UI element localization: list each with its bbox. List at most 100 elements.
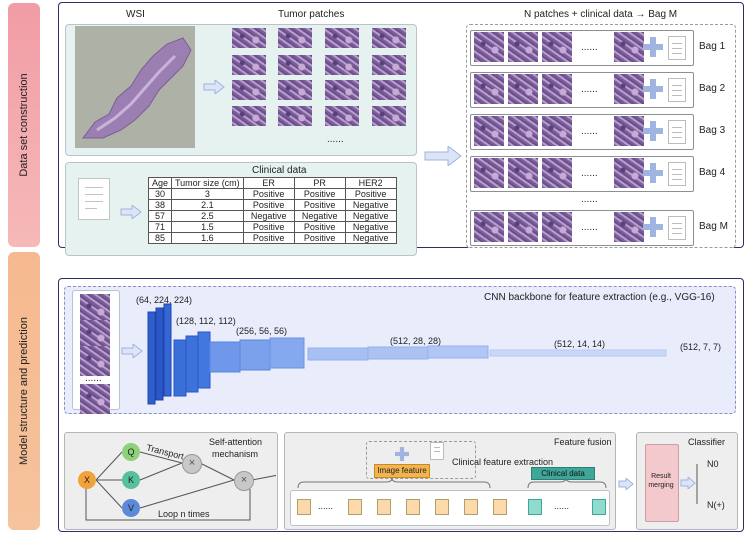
document-icon bbox=[668, 120, 686, 144]
table-cell: Negative bbox=[344, 199, 397, 211]
conv-block-5 bbox=[489, 349, 667, 357]
bag-patch bbox=[474, 74, 504, 104]
image-feature-token bbox=[435, 499, 449, 515]
table-cell: 2.1 bbox=[171, 199, 244, 211]
cnn-shape-label: (512, 28, 28) bbox=[390, 336, 442, 346]
plus-icon bbox=[643, 79, 663, 99]
fusion-inner-box bbox=[366, 441, 476, 479]
cnn-shape-label: (64, 224, 224) bbox=[136, 295, 193, 305]
self-attention-title-2: mechanism bbox=[212, 449, 259, 459]
q-node: Q bbox=[122, 443, 140, 461]
image-feature-token bbox=[406, 499, 420, 515]
table-cell: 3 bbox=[171, 188, 244, 200]
tumor-patch bbox=[372, 80, 406, 100]
clinical-data-tag: Clinical data bbox=[531, 467, 595, 480]
tumor-patches-title: Tumor patches bbox=[278, 9, 345, 20]
result-merging-label: Result merging bbox=[648, 473, 674, 489]
result-merging-box bbox=[645, 444, 679, 522]
wsi-to-patches-arrow bbox=[203, 80, 225, 94]
document-icon bbox=[668, 216, 686, 240]
tumor-patch bbox=[278, 80, 312, 100]
to-bags-arrow bbox=[424, 146, 462, 166]
attention-connections bbox=[85, 451, 276, 521]
bag-patch bbox=[542, 74, 572, 104]
document-icon bbox=[430, 442, 444, 460]
classifier-branch bbox=[696, 464, 698, 504]
bag-label: Bag M bbox=[699, 221, 728, 232]
section-label-model: Model structure and prediction bbox=[8, 252, 40, 530]
table-cell: Positive bbox=[242, 232, 295, 244]
clinical-feature-token bbox=[528, 499, 542, 515]
class-n0: N0 bbox=[707, 459, 719, 469]
bag-label: Bag 2 bbox=[699, 83, 726, 94]
table-cell: 1.5 bbox=[171, 221, 244, 233]
table-row: 38 2.1 Positive Positive Negative bbox=[147, 199, 397, 211]
table-cell: 85 bbox=[147, 232, 173, 244]
clinical-feature-token bbox=[592, 499, 606, 515]
multiply-icon: × bbox=[182, 454, 202, 474]
cnn-shape-label: (256, 56, 56) bbox=[236, 326, 288, 336]
cnn-title: CNN backbone for feature extraction (e.g… bbox=[484, 292, 715, 303]
image-feature-tag: Image feature bbox=[374, 464, 430, 478]
bag-patch bbox=[542, 158, 572, 188]
clinical-data-table: Age Tumor size (cm) ER PR HER2 30 3 Posi… bbox=[147, 177, 397, 244]
conv-block-2 bbox=[173, 331, 211, 397]
fusion-brackets bbox=[297, 477, 607, 489]
bag-patch bbox=[508, 116, 538, 146]
bag-patch bbox=[542, 212, 572, 242]
bag-label: Bag 1 bbox=[699, 41, 726, 52]
bag-patch bbox=[474, 116, 504, 146]
tumor-patch bbox=[278, 28, 312, 48]
cnn-input-patch bbox=[80, 384, 110, 414]
tumor-patch bbox=[232, 28, 266, 48]
table-cell: Negative bbox=[344, 221, 397, 233]
table-cell: 57 bbox=[147, 210, 173, 222]
cnn-input-ellipsis: ...... bbox=[85, 373, 102, 384]
doc-to-table-arrow bbox=[120, 205, 142, 219]
bag-ellipsis: ...... bbox=[581, 126, 598, 137]
table-row: 30 3 Positive Positive Positive bbox=[147, 188, 397, 200]
tumor-patch bbox=[325, 106, 359, 126]
bag-patch bbox=[542, 32, 572, 62]
tumor-patch bbox=[278, 106, 312, 126]
table-cell: 38 bbox=[147, 199, 173, 211]
tumor-patch bbox=[372, 55, 406, 75]
bag-ellipsis: ...... bbox=[581, 84, 598, 95]
bag-patch bbox=[614, 74, 644, 104]
image-feature-token bbox=[377, 499, 391, 515]
wsi-title: WSI bbox=[126, 9, 145, 20]
cnn-input-patch bbox=[80, 346, 110, 376]
bag-patch bbox=[474, 158, 504, 188]
cnn-input-patch bbox=[80, 294, 110, 324]
bag-patch bbox=[508, 32, 538, 62]
cnn-layers bbox=[147, 303, 667, 405]
table-cell: 30 bbox=[147, 188, 173, 200]
fusion-to-classifier-arrow bbox=[618, 478, 634, 490]
tumor-patch bbox=[278, 55, 312, 75]
section-label-model-text: Model structure and prediction bbox=[18, 317, 30, 465]
table-cell: 1.6 bbox=[171, 232, 244, 244]
cnn-shape-label: (128, 112, 112) bbox=[176, 316, 236, 326]
plus-icon bbox=[643, 217, 663, 237]
table-header: Age bbox=[147, 177, 173, 189]
image-feature-token bbox=[493, 499, 507, 515]
image-feature-token bbox=[464, 499, 478, 515]
feature-fusion-title: Feature fusion bbox=[554, 437, 612, 447]
plus-icon bbox=[395, 447, 409, 461]
bag-patch bbox=[614, 116, 644, 146]
tumor-patch bbox=[325, 28, 359, 48]
tumor-patch bbox=[372, 106, 406, 126]
section-label-dataset-text: Data set construction bbox=[18, 73, 30, 177]
input-to-cnn-arrow bbox=[121, 344, 143, 358]
table-cell: Positive bbox=[293, 199, 346, 211]
bag-patch bbox=[508, 74, 538, 104]
cnn-shape-label: (512, 14, 14) bbox=[554, 339, 606, 349]
wsi-tissue-shape bbox=[82, 37, 192, 139]
image-feature-token bbox=[297, 499, 311, 515]
self-attention-title-1: Self-attention bbox=[209, 437, 263, 447]
table-cell: 2.5 bbox=[171, 210, 244, 222]
table-cell: Positive bbox=[344, 188, 397, 200]
feature-sequence-box bbox=[290, 490, 610, 526]
bags-title: N patches + clinical data → Bag M bbox=[524, 9, 678, 20]
conv-block-1 bbox=[147, 303, 172, 405]
